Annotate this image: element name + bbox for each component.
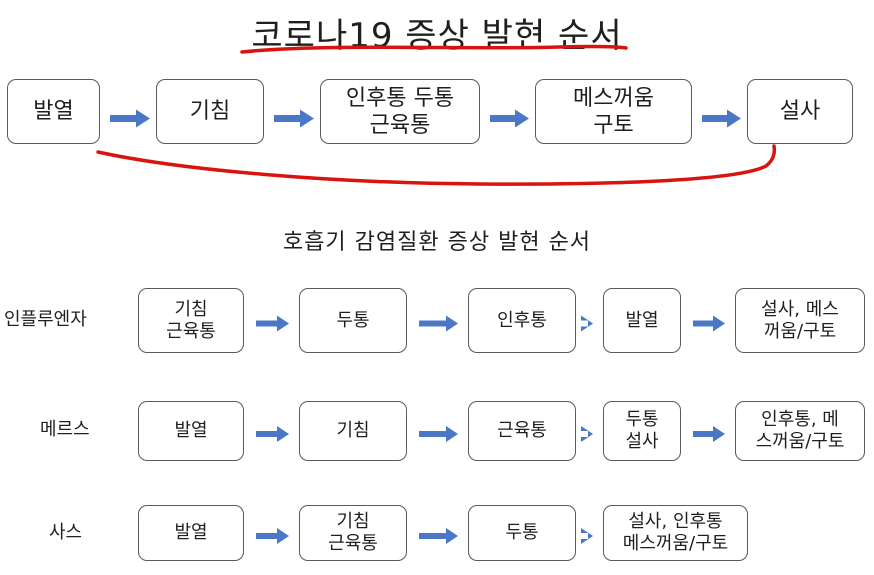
flow-arrow: [581, 528, 593, 544]
flow-arrow: [693, 426, 725, 442]
node-line: 설사, 인후통: [628, 511, 723, 532]
flow-arrow: [419, 315, 458, 332]
node-line: 인후통, 메: [761, 409, 839, 430]
node-line: 발열: [174, 420, 208, 441]
node-line: 두통: [625, 409, 659, 430]
node-line: 꺼움/구토: [763, 320, 837, 342]
node-line: 기침: [189, 99, 231, 124]
disease-symptom-node: 근육통: [468, 401, 576, 461]
node-line: 설사: [625, 431, 659, 452]
node-line: 근육통: [328, 533, 378, 554]
flow-arrow: [702, 109, 741, 128]
flow-arrow: [419, 528, 458, 544]
covid-symptom-node: 발열: [7, 79, 100, 144]
flow-arrow: [274, 109, 314, 128]
disease-symptom-node: 두통: [468, 505, 576, 561]
flow-arrow: [256, 528, 289, 544]
chain-span-curve: [96, 144, 777, 186]
node-line: 근육통: [369, 112, 431, 138]
flow-arrow: [490, 109, 529, 128]
node-line: 두통: [505, 522, 539, 543]
node-line: 설사: [779, 99, 821, 124]
disease-symptom-node: 인후통: [468, 288, 576, 353]
node-line: 기침: [336, 511, 370, 532]
flow-arrow: [110, 109, 150, 128]
node-line: 인후통: [497, 309, 547, 331]
flow-arrow: [581, 426, 593, 442]
node-line: 근육통: [166, 320, 216, 342]
disease-symptom-node: 두통: [299, 288, 407, 353]
node-line: 기침: [336, 420, 370, 441]
diagram-subtitle: 호흡기 감염질환 증상 발현 순서: [282, 230, 592, 255]
disease-label: 사스: [49, 522, 83, 543]
flow-arrow: [581, 315, 593, 332]
title-underline: [240, 44, 628, 54]
covid-symptom-node: 기침: [156, 79, 264, 144]
node-line: 스꺼움/구토: [755, 431, 845, 452]
disease-symptom-node: 발열: [138, 401, 244, 461]
node-line: 설사, 메스: [761, 298, 839, 320]
flow-arrow: [419, 426, 458, 442]
node-line: 메스꺼움: [573, 85, 654, 111]
node-line: 발열: [33, 99, 74, 124]
disease-symptom-node: 기침: [299, 401, 407, 461]
node-line: 근육통: [497, 420, 547, 441]
node-line: 두통: [336, 309, 370, 331]
disease-label: 메르스: [40, 419, 90, 440]
flow-arrow: [256, 315, 289, 332]
node-line: 기침: [174, 298, 208, 320]
node-line: 메스꺼움/구토: [622, 533, 729, 554]
disease-label: 인플루엔자: [4, 309, 87, 330]
node-line: 발열: [625, 309, 659, 331]
covid-symptom-node: 설사: [747, 79, 853, 144]
node-line: 발열: [174, 522, 208, 543]
disease-symptom-node: 발열: [603, 288, 681, 353]
flow-arrow: [256, 426, 289, 442]
node-line: 구토: [593, 112, 634, 138]
disease-symptom-node: 발열: [138, 505, 244, 561]
flow-arrow: [693, 315, 725, 332]
node-line: 인후통 두통: [345, 85, 455, 111]
